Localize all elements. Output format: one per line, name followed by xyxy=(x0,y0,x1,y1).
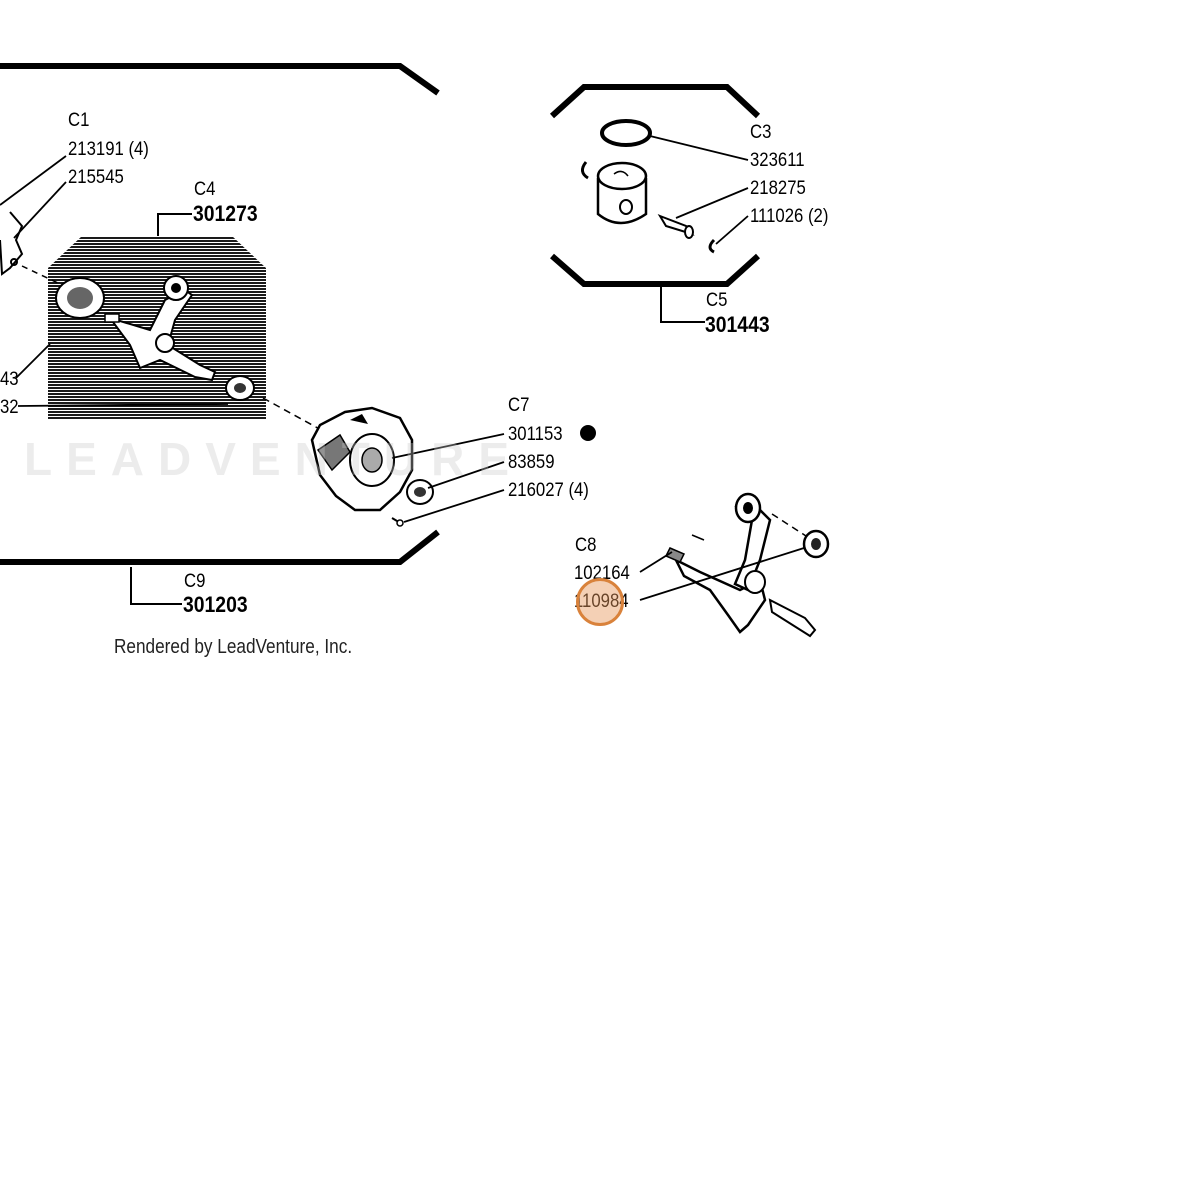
part-number-left-32[interactable]: 32 xyxy=(0,397,19,418)
leader-c5 xyxy=(660,287,705,323)
leaders-c3 xyxy=(649,135,749,245)
callout-c3: C3 xyxy=(750,122,772,143)
leaders-c1 xyxy=(0,155,67,239)
crankshaft-part xyxy=(664,492,830,638)
part-number-301153[interactable]: 301153 xyxy=(508,424,563,445)
piston-kit-part xyxy=(581,119,716,254)
part-number-102164[interactable]: 102164 xyxy=(574,563,630,584)
kit-outline-c5 xyxy=(549,84,761,287)
callout-c4: C4 xyxy=(194,179,216,200)
part-number-301203[interactable]: 301203 xyxy=(183,592,248,617)
part-number-111026[interactable]: 111026 (2) xyxy=(750,206,829,227)
part-number-301273[interactable]: 301273 xyxy=(193,201,258,226)
part-number-83859[interactable]: 83859 xyxy=(508,452,555,473)
callout-c5: C5 xyxy=(706,290,728,311)
part-number-218275[interactable]: 218275 xyxy=(750,178,806,199)
part-number-323611[interactable]: 323611 xyxy=(750,150,805,171)
crankcase-half-part xyxy=(262,397,434,527)
callout-c9: C9 xyxy=(184,571,206,592)
callout-c7: C7 xyxy=(508,395,530,416)
click-highlight-marker xyxy=(576,578,624,626)
leaders-left xyxy=(15,343,229,407)
part-number-left-43[interactable]: 43 xyxy=(0,369,19,390)
callout-c8: C8 xyxy=(575,535,597,556)
part-number-213191[interactable]: 213191 (4) xyxy=(68,139,149,160)
crankcase-box-c4 xyxy=(48,213,266,420)
part-number-215545[interactable]: 215545 xyxy=(68,167,124,188)
part-number-301443[interactable]: 301443 xyxy=(705,312,770,337)
callout-c1: C1 xyxy=(68,110,90,131)
dash-gasket xyxy=(21,265,61,285)
leaders-c7 xyxy=(391,433,505,523)
gasket-part xyxy=(0,211,24,276)
watermark-text: LEADVENTURE xyxy=(24,433,524,485)
new-part-marker-dot xyxy=(580,425,596,441)
footer-credit: Rendered by LeadVenture, Inc. xyxy=(114,636,353,658)
kit-outline-c9 xyxy=(0,63,440,565)
leaders-c8 xyxy=(639,547,805,601)
part-number-216027[interactable]: 216027 (4) xyxy=(508,480,589,501)
leader-c9 xyxy=(130,567,182,605)
